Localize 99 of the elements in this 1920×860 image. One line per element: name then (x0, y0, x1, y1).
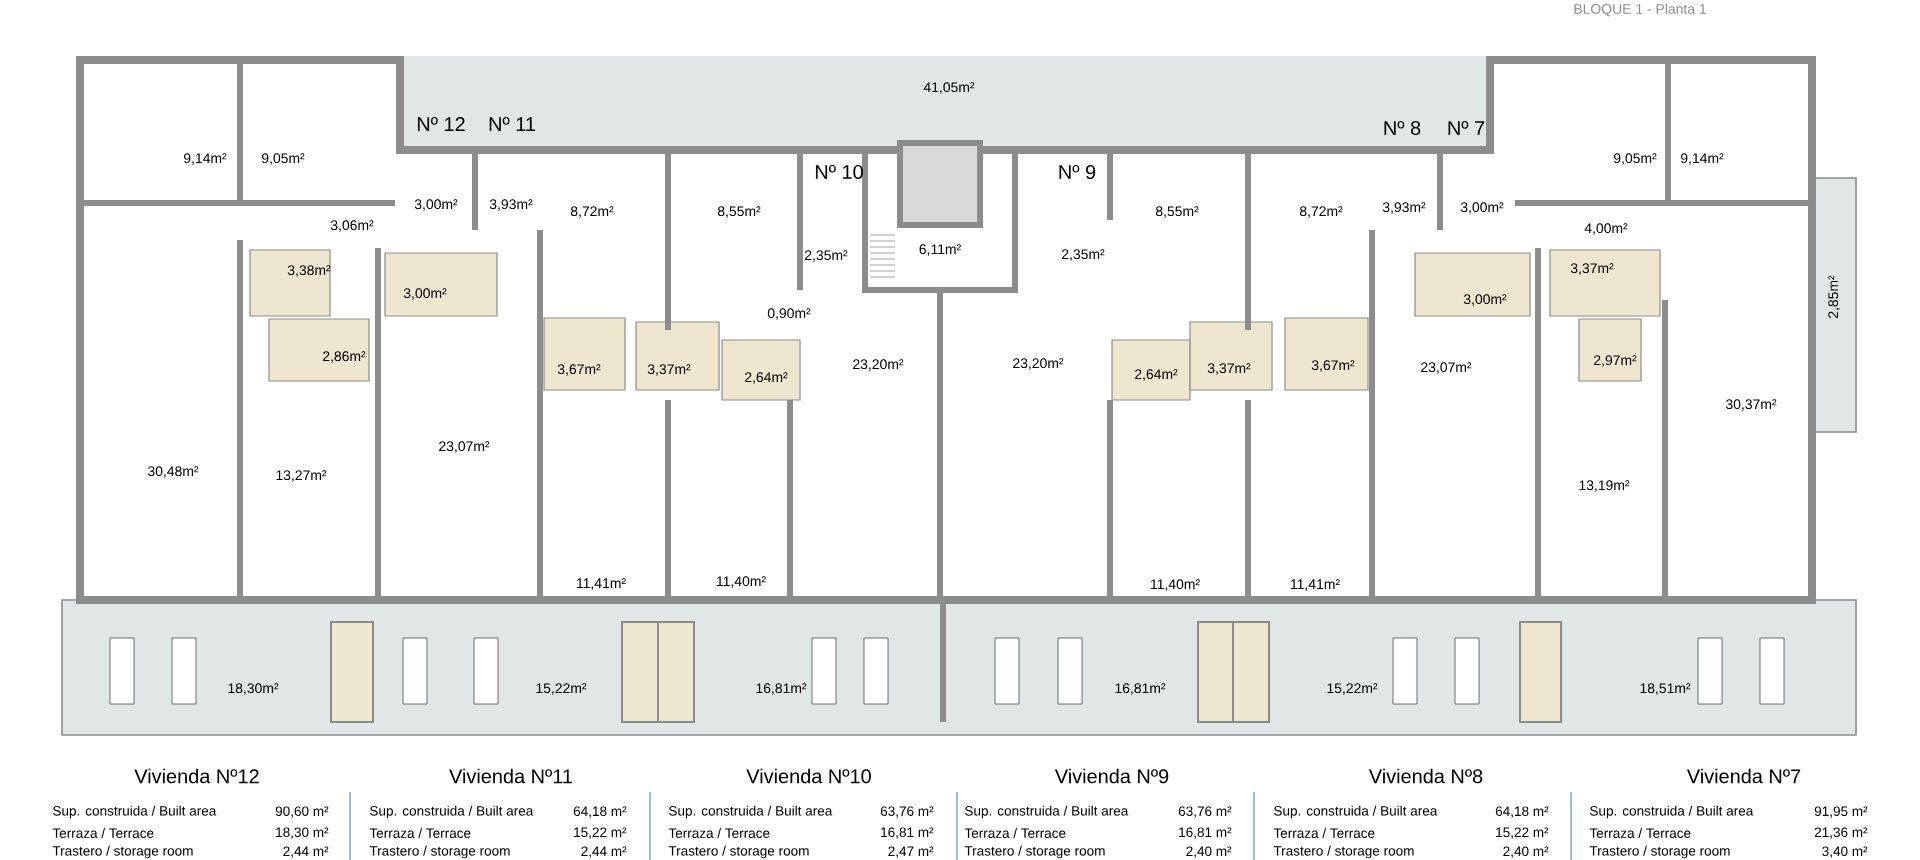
table-cell: 64,18 m² (573, 806, 627, 818)
table-cell: 2,40 m² (1503, 846, 1549, 858)
table-cell: Trastero / storage room (964, 845, 1105, 859)
table-cell: 16,81 m² (1179, 827, 1232, 839)
table-cell: Trastero / storage room (1589, 845, 1730, 859)
area-label: 23,07m² (439, 441, 490, 453)
area-label: 3,38m² (287, 265, 331, 277)
area-label: 3,00m² (414, 199, 458, 211)
table-cell: 91,95 m² (1814, 806, 1868, 818)
table-cell: Sup. construida / Built area (1590, 805, 1754, 819)
area-label: 9,14m² (183, 153, 227, 165)
table-cell: Sup. construida / Built area (53, 805, 217, 819)
table-cell: Trastero / storage room (52, 845, 193, 859)
table-cell: Sup. construida / Built area (1274, 805, 1438, 819)
unit-number: Nº 12 (417, 117, 465, 131)
area-label: 8,72m² (1299, 206, 1343, 218)
area-label: 9,14m² (1680, 153, 1724, 165)
table-cell: Sup. construida / Built area (965, 805, 1129, 819)
area-label: 16,81m² (1115, 683, 1166, 695)
unit-heading: Vivienda Nº7 (1686, 768, 1801, 784)
area-label: 2,97m² (1594, 355, 1637, 367)
area-label: 3,67m² (557, 364, 601, 376)
area-label: 3,00m² (403, 288, 447, 300)
sheet-title: BLOQUE 1 - Planta 1 (1574, 3, 1706, 17)
table-cell: 15,22 m² (1496, 827, 1549, 839)
area-label: 2,85m² (1828, 275, 1840, 318)
area-label: 15,22m² (536, 683, 587, 695)
table-cell: Trastero / storage room (668, 845, 809, 859)
table-cell: Trastero / storage room (1273, 845, 1414, 859)
area-label: 3,37m² (1207, 363, 1251, 375)
unit-heading: Vivienda Nº8 (1368, 768, 1483, 784)
area-label: 13,19m² (1579, 480, 1630, 492)
area-label: 18,51m² (1640, 683, 1691, 695)
area-label: 11,41m² (577, 578, 626, 590)
area-label: 2,64m² (1135, 369, 1178, 381)
table-cell: Terraza / Terrace (964, 828, 1066, 838)
table-cell: Terraza / Terrace (52, 828, 154, 838)
area-label: 15,22m² (1327, 683, 1378, 695)
area-label: 3,67m² (1311, 360, 1355, 372)
table-cell: Trastero / storage room (369, 845, 510, 859)
unit-heading: Vivienda Nº10 (746, 768, 871, 784)
area-label: 0,90m² (767, 308, 811, 320)
table-cell: 2,44 m² (581, 846, 627, 858)
area-label: 3,37m² (647, 364, 691, 376)
unit-number: Nº 10 (815, 164, 863, 180)
area-label: 2,35m² (1062, 249, 1105, 261)
unit-heading: Vivienda Nº9 (1054, 768, 1169, 784)
table-cell: 18,30 m² (276, 827, 329, 839)
area-label: 6,11m² (919, 244, 961, 256)
area-label: 3,00m² (1460, 202, 1504, 214)
area-label: 41,05m² (923, 82, 975, 94)
area-label: 2,64m² (745, 372, 788, 384)
area-label: 2,35m² (805, 250, 848, 262)
table-cell: 2,47 m² (888, 846, 934, 858)
table-cell: 3,40 m² (1822, 846, 1868, 858)
unit-number: Nº 11 (489, 117, 535, 131)
table-cell: 2,44 m² (283, 846, 329, 858)
table-cell: 16,81 m² (881, 827, 934, 839)
area-label: 3,37m² (1570, 263, 1614, 275)
area-label: 30,48m² (147, 466, 199, 478)
table-cell: Terraza / Terrace (1273, 828, 1375, 838)
area-label: 8,55m² (717, 206, 761, 218)
area-label: 3,00m² (1463, 294, 1507, 306)
area-label: 4,00m² (1584, 223, 1628, 235)
unit-number: Nº 8 (1384, 120, 1421, 136)
table-cell: Sup. construida / Built area (370, 805, 534, 819)
area-label: 23,20m² (853, 359, 904, 371)
table-cell: Terraza / Terrace (1589, 828, 1691, 838)
table-cell: 90,60 m² (275, 806, 329, 818)
table-cell: Sup. construida / Built area (669, 805, 833, 819)
unit-heading: Vivienda Nº11 (449, 768, 572, 784)
area-label: 2,86m² (323, 351, 366, 363)
unit-heading: Vivienda Nº12 (134, 768, 259, 784)
area-label: 23,20m² (1013, 358, 1064, 370)
table-cell: Terraza / Terrace (369, 828, 471, 838)
area-label: 3,93m² (1382, 202, 1426, 214)
table-cell: 21,36 m² (1814, 827, 1868, 839)
area-label: 16,81m² (756, 683, 807, 695)
unit-number: Nº 9 (1059, 164, 1096, 180)
table-cell: 2,40 m² (1186, 846, 1232, 858)
area-label: 3,06m² (330, 220, 374, 232)
area-label: 13,27m² (276, 470, 327, 482)
table-cell: 15,22 m² (574, 827, 627, 839)
table-cell: 64,18 m² (1495, 806, 1549, 818)
area-label: 9,05m² (261, 153, 305, 165)
table-cell: 63,76 m² (1178, 806, 1232, 818)
table-cell: 63,76 m² (880, 806, 934, 818)
area-label: 8,55m² (1155, 206, 1199, 218)
area-label: 11,40m² (717, 576, 766, 588)
area-label: 9,05m² (1613, 153, 1657, 165)
unit-number: Nº 7 (1448, 121, 1485, 135)
area-label: 8,72m² (570, 206, 614, 218)
table-cell: Terraza / Terrace (668, 828, 770, 838)
area-label: 3,93m² (489, 199, 533, 211)
area-label: 23,07m² (1421, 362, 1472, 374)
area-label: 11,40m² (1151, 579, 1200, 591)
area-label: 18,30m² (228, 683, 279, 695)
area-label: 30,37m² (1725, 399, 1777, 411)
area-label: 11,41m² (1291, 579, 1340, 591)
